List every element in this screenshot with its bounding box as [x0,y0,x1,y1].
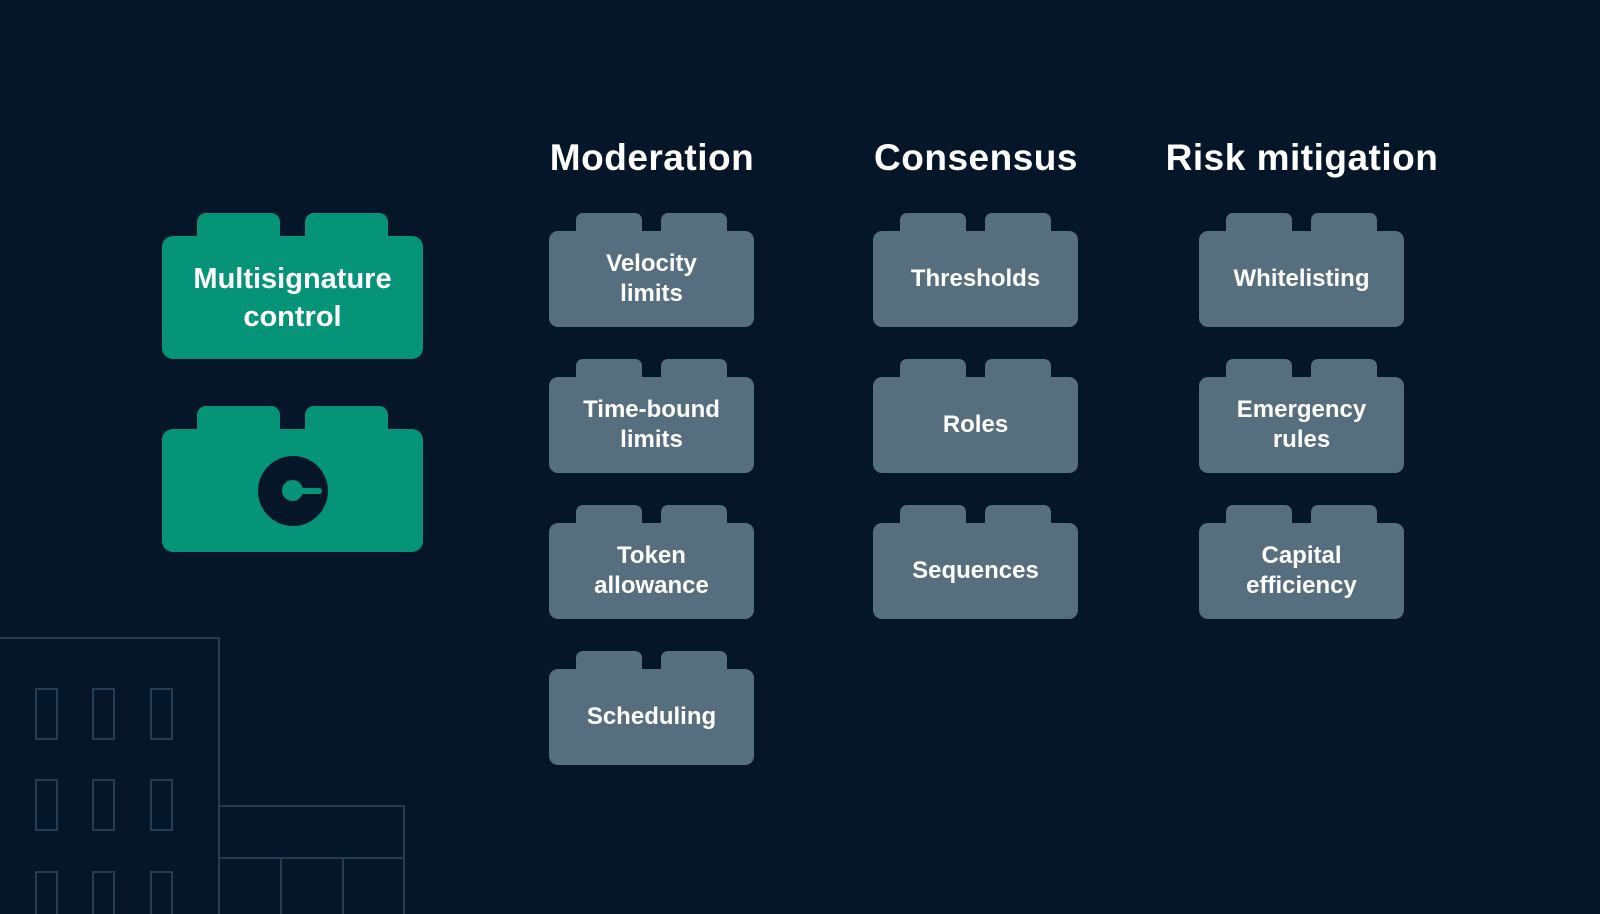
brick-body: Emergency rules [1199,377,1404,473]
brick-stud [900,213,966,233]
brick-body: Capital efficiency [1199,523,1404,619]
brick-stud [900,505,966,525]
brick-label: Multisignature control [193,262,392,333]
brick-whitelisting: Whitelisting [1199,213,1404,328]
brick-stud [661,213,727,233]
brick-time-bound-limits: Time-bound limits [549,359,754,474]
building-window [150,779,173,831]
building-window [92,779,115,831]
brick-stud [576,505,642,525]
key-icon [257,455,328,526]
brick-body: Sequences [873,523,1078,619]
building-window [35,871,58,914]
building-window [92,871,115,914]
brick-body: Token allowance [549,523,754,619]
brick-stud [1311,359,1377,379]
brick-stud [576,651,642,671]
brick-token-allowance: Token allowance [549,505,754,620]
brick-stud [661,651,727,671]
building-band [220,807,403,859]
brick-label: Capital efficiency [1246,542,1357,599]
brick-label: Sequences [912,557,1039,584]
brick-capital-efficiency: Capital efficiency [1199,505,1404,620]
brick-stud [1311,505,1377,525]
brick-scheduling: Scheduling [549,651,754,766]
brick-label: Token allowance [594,542,709,599]
brick-label: Emergency rules [1236,396,1367,453]
key-stem [293,487,322,494]
brick-stud [985,505,1051,525]
brick-label: Roles [942,411,1009,438]
brick-stud [985,213,1051,233]
brick-body: Whitelisting [1199,231,1404,327]
brick-body [162,429,423,552]
brick-thresholds: Thresholds [873,213,1078,328]
brick-label: Time-bound limits [583,396,720,453]
brick-stud [661,505,727,525]
building-window [92,688,115,740]
brick-stud [1226,359,1292,379]
brick-label: Velocity limits [606,250,697,307]
brick-body: Roles [873,377,1078,473]
brick-multisignature-control: Multisignature control [162,213,423,359]
brick-label: Scheduling [586,703,717,730]
brick-emergency-rules: Emergency rules [1199,359,1404,474]
brick-velocity-limits: Velocity limits [549,213,754,328]
brick-stud [576,213,642,233]
brick-stud [197,406,280,432]
column-header-moderation: Moderation [549,137,755,178]
brick-stud [305,406,388,432]
building-window [35,688,58,740]
brick-stud [985,359,1051,379]
building-outline-right [220,805,405,914]
brick-stud [197,213,280,239]
brick-body: Scheduling [549,669,754,765]
brick-body: Velocity limits [549,231,754,327]
brick-stud [900,359,966,379]
brick-body: Multisignature control [162,236,423,359]
key-bow [281,479,303,501]
brick-stud [661,359,727,379]
brick-sequences: Sequences [873,505,1078,620]
brick-stud [1226,505,1292,525]
brick-label: Thresholds [910,265,1041,292]
brick-stud [1311,213,1377,233]
building-divider [342,859,344,914]
brick-stud [1226,213,1292,233]
column-header-risk-mitigation: Risk mitigation [1165,137,1439,178]
brick-stud [305,213,388,239]
building-window [35,779,58,831]
brick-roles: Roles [873,359,1078,474]
building-window [150,871,173,914]
building-window [150,688,173,740]
column-header-consensus: Consensus [874,137,1078,178]
brick-stud [576,359,642,379]
brick-body: Time-bound limits [549,377,754,473]
building-divider [280,859,282,914]
brick-body: Thresholds [873,231,1078,327]
brick-label: Whitelisting [1233,265,1370,292]
brick-key [162,406,423,552]
building-outline-left [0,637,220,914]
